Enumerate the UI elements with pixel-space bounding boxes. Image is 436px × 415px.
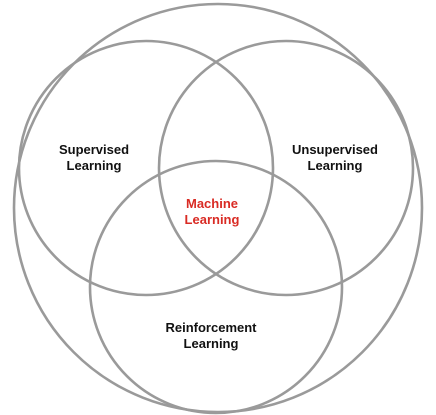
reinforcement-label-line-2: Learning [183, 336, 239, 351]
supervised-learning-label: Supervised Learning [34, 142, 154, 174]
machine-label-line-2: Learning [184, 212, 240, 227]
supervised-label-line-2: Learning [66, 158, 122, 173]
unsupervised-label-line-2: Learning [307, 158, 363, 173]
reinforcement-label-line-1: Reinforcement [165, 320, 257, 335]
unsupervised-circle [157, 39, 415, 297]
machine-learning-label: Machine Learning [152, 196, 272, 228]
reinforcement-learning-label: Reinforcement Learning [146, 320, 276, 352]
supervised-label-line-1: Supervised [58, 142, 130, 157]
machine-label-line-1: Machine [185, 196, 238, 211]
unsupervised-learning-label: Unsupervised Learning [270, 142, 400, 174]
reinforcement-circle [88, 159, 344, 415]
unsupervised-label-line-1: Unsupervised [292, 142, 378, 157]
supervised-circle [17, 39, 275, 297]
